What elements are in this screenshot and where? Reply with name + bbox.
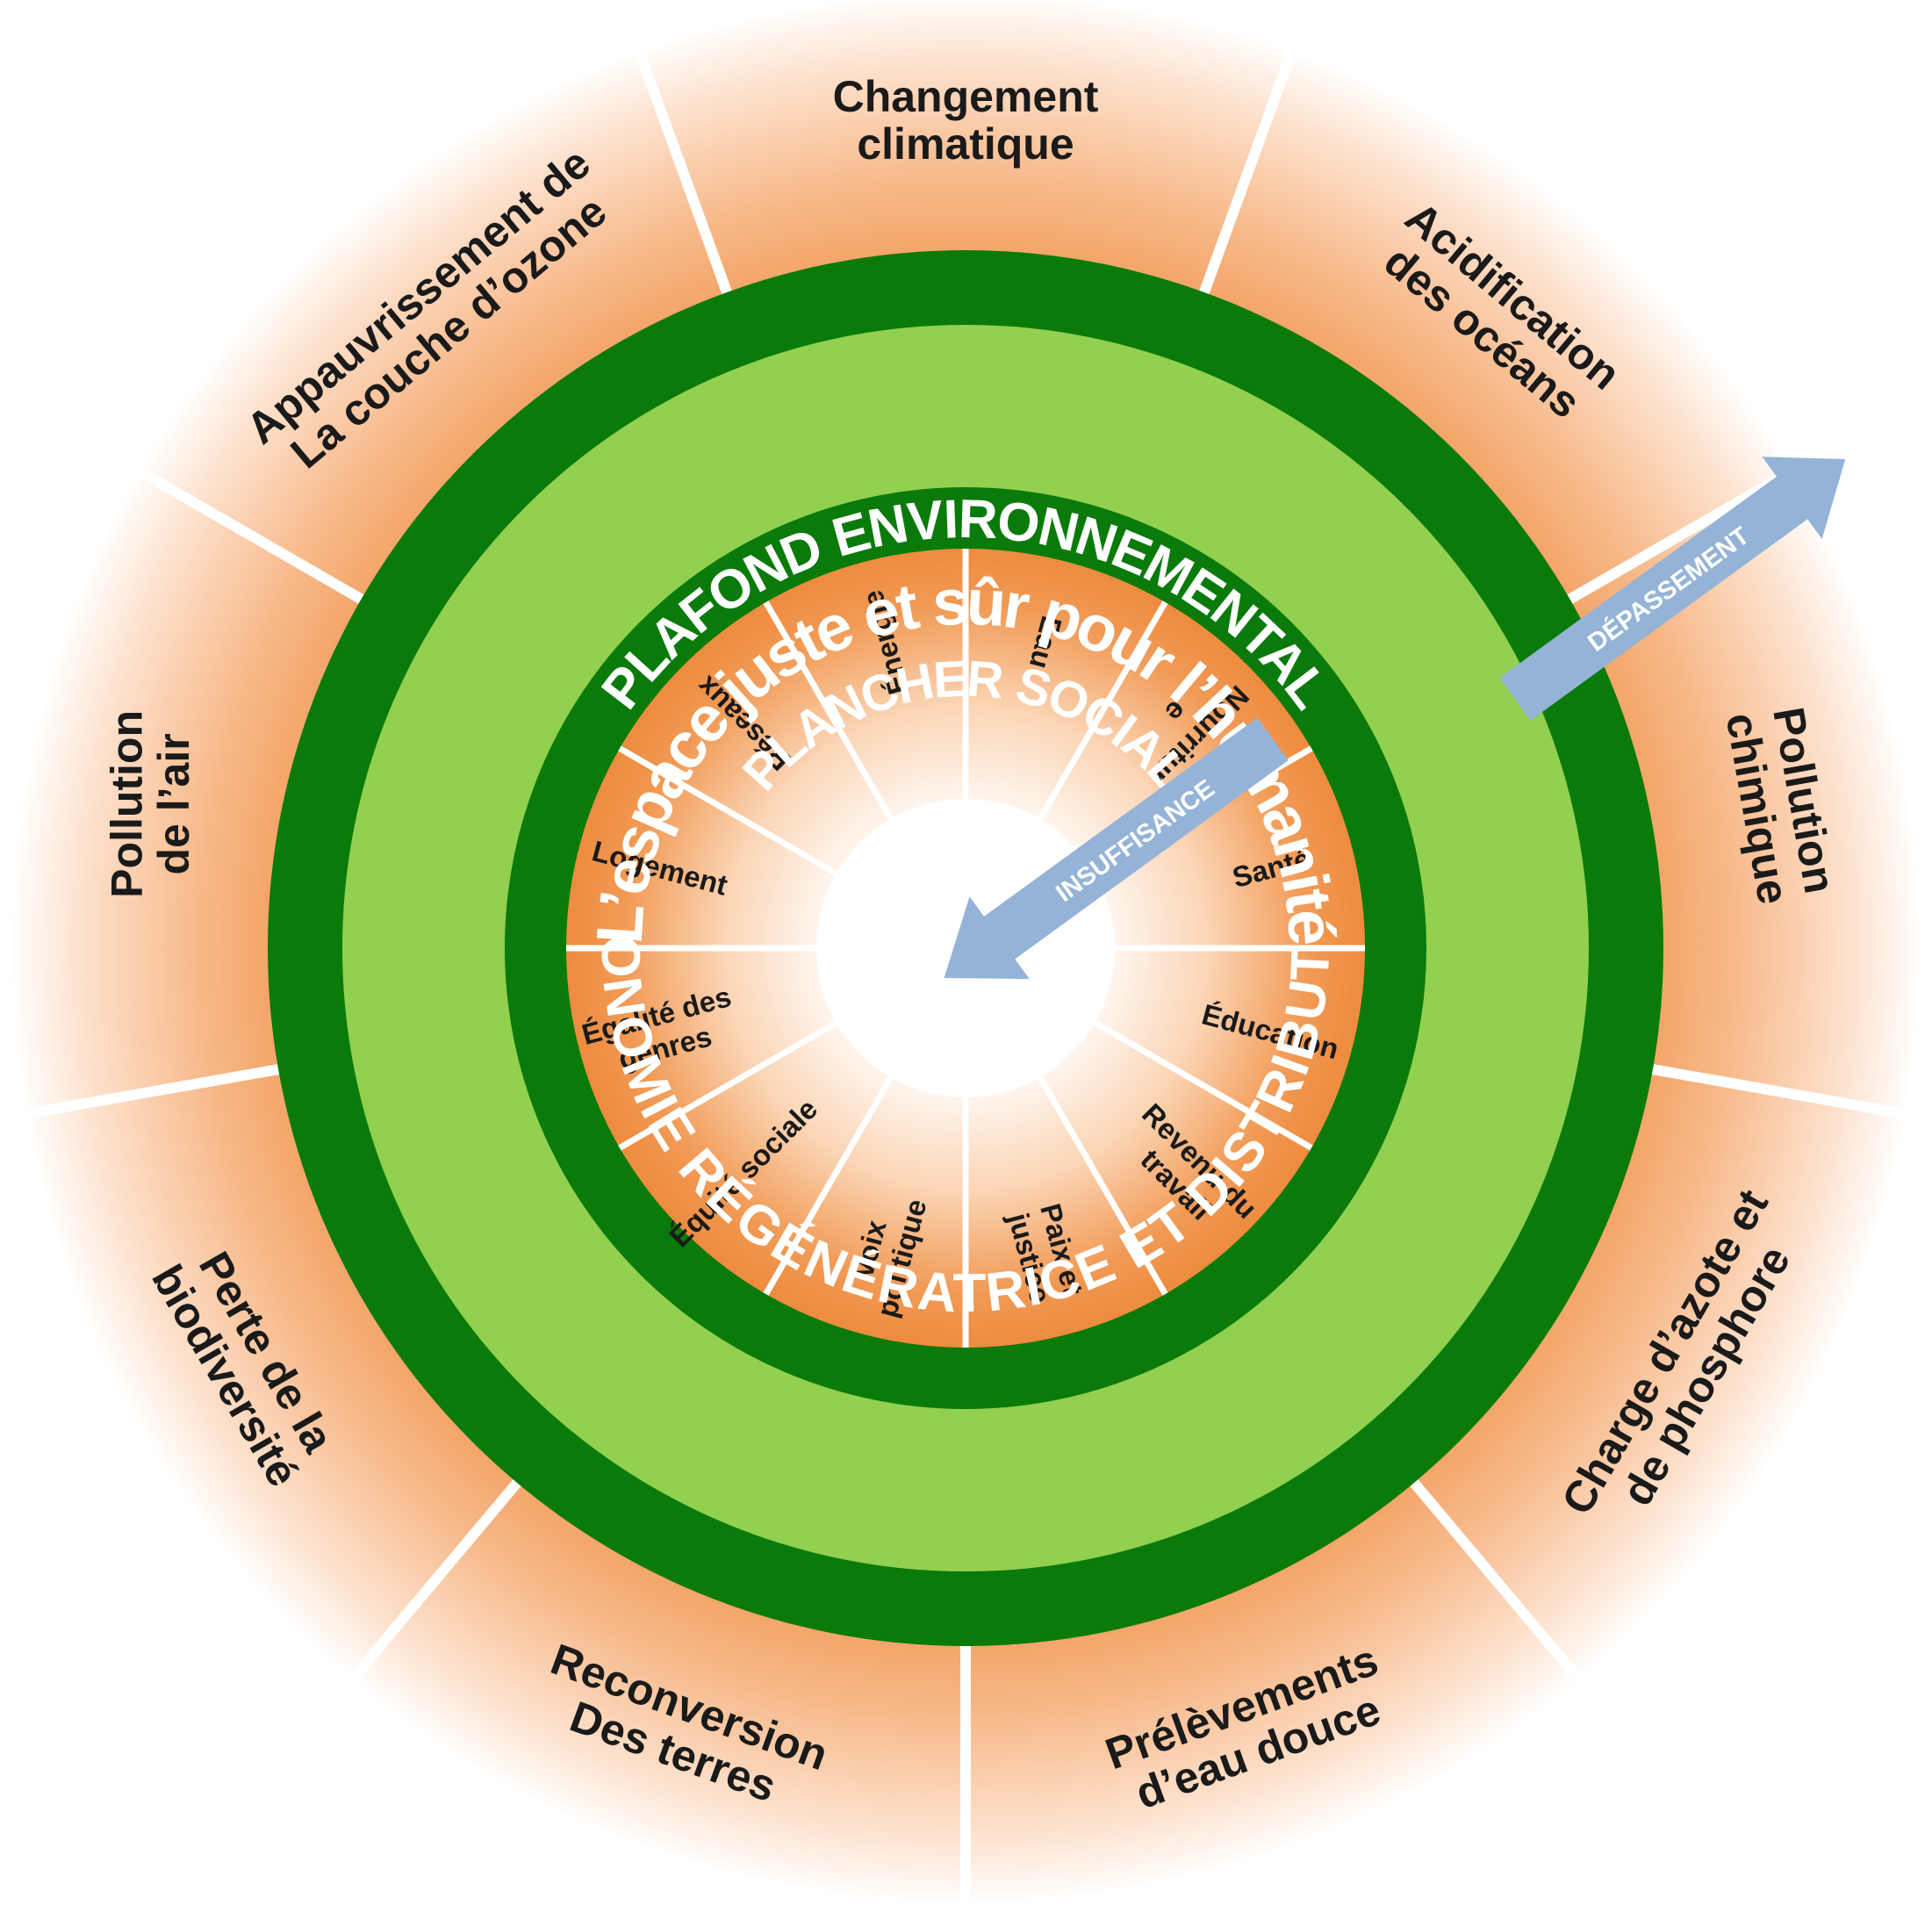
outer-dividers bbox=[26, 51, 1905, 1901]
inner-divider bbox=[1028, 600, 1168, 836]
env-label-climate-line: climatique bbox=[857, 119, 1074, 169]
inner-divider bbox=[763, 1061, 903, 1296]
env-label-air-line: Pollution bbox=[102, 710, 151, 898]
outer-divider bbox=[635, 51, 732, 294]
shortfall-arrow-shape bbox=[944, 717, 1289, 980]
inner-divider bbox=[763, 600, 903, 836]
env-label-air-line: de l’air bbox=[149, 733, 198, 874]
outer-divider bbox=[138, 467, 364, 604]
outer-divider bbox=[1567, 467, 1793, 604]
outer-divider bbox=[348, 1479, 521, 1682]
env-label-climate-line: Changement bbox=[833, 72, 1099, 121]
env-label-air: Pollutionde l’air bbox=[102, 710, 198, 898]
outer-divider bbox=[1199, 51, 1296, 294]
outer-divider bbox=[26, 1064, 280, 1119]
outer-divider bbox=[1651, 1064, 1905, 1119]
outer-divider bbox=[1410, 1479, 1583, 1682]
inner-divider bbox=[618, 1010, 853, 1151]
inner-divider bbox=[1028, 1061, 1168, 1296]
inner-divider bbox=[1078, 1010, 1313, 1151]
overshoot-arrow-shape bbox=[1499, 457, 1846, 721]
inner-divider bbox=[618, 745, 853, 886]
